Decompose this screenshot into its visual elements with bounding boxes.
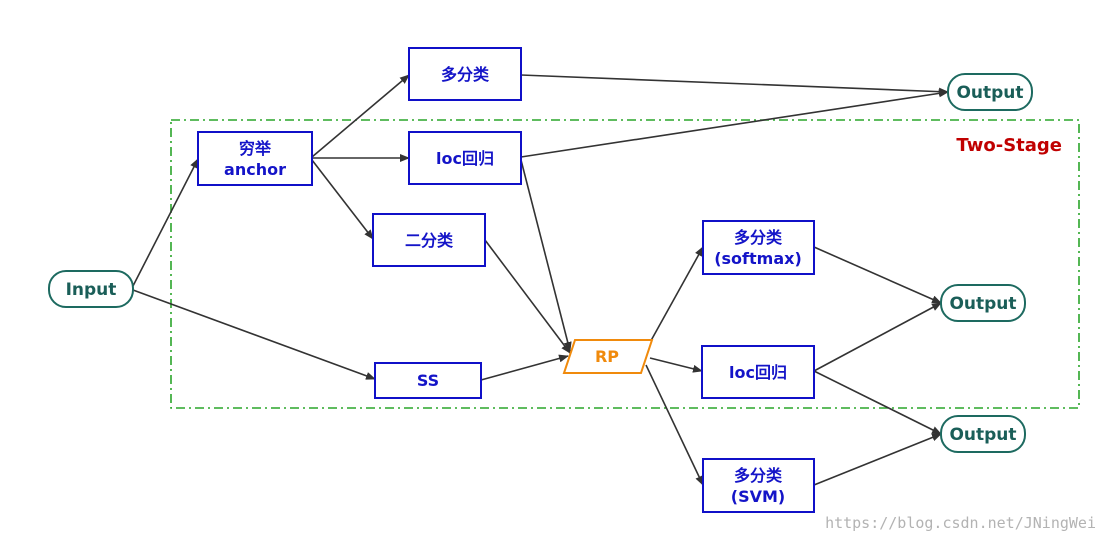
binary-class-node[interactable]: 二分类 [372, 213, 486, 267]
arrow-multi-class-svm-to-output-bottom [813, 433, 942, 486]
multi-class-softmax-line-2: (softmax) [714, 249, 802, 268]
rp-label: RP [595, 347, 619, 366]
arrow-rp-to-loc-reg-bottom [649, 357, 703, 373]
arrow-loc-reg-top-to-output-top [520, 89, 949, 158]
output-top-node[interactable]: Output [947, 73, 1033, 111]
multi-class-softmax-node[interactable]: 多分类 (softmax) [702, 220, 815, 275]
arrow-loc-reg-bottom-to-output-bottom [813, 370, 942, 435]
binary-class-label: 二分类 [405, 231, 454, 250]
output-mid-node[interactable]: Output [940, 284, 1026, 322]
arrow-multi-class-softmax-to-output-mid [813, 246, 942, 304]
enum-anchor-line-2: anchor [224, 160, 286, 179]
input-node-label: Input [66, 280, 117, 300]
arrow-enum-anchor-to-multi-class-top [311, 74, 410, 158]
loc-reg-bottom-node[interactable]: loc回归 [701, 345, 815, 399]
watermark-text: https://blog.csdn.net/JNingWei [825, 514, 1096, 532]
arrow-multi-class-top-to-output-top [520, 74, 949, 96]
rp-node[interactable]: RP [562, 339, 654, 374]
ss-node[interactable]: SS [374, 362, 482, 399]
ss-label: SS [417, 371, 439, 390]
output-mid-label: Output [949, 294, 1016, 314]
two-stage-label: Two-Stage [956, 135, 1062, 156]
edges-layer [132, 74, 949, 486]
input-node[interactable]: Input [48, 270, 134, 308]
multi-class-svm-line-1: 多分类 [734, 466, 783, 485]
multi-class-top-node[interactable]: 多分类 [408, 47, 522, 101]
arrow-ss-to-rp [480, 354, 569, 381]
arrow-enum-anchor-to-binary-class [311, 159, 374, 240]
arrow-input-to-enum-anchor [132, 158, 199, 287]
multi-class-svm-node[interactable]: 多分类 (SVM) [702, 458, 815, 513]
enum-anchor-line-1: 穷举 [239, 139, 272, 158]
arrow-rp-to-multi-class-svm [645, 364, 704, 486]
output-bottom-label: Output [949, 425, 1016, 445]
output-bottom-node[interactable]: Output [940, 415, 1026, 453]
arrow-rp-to-multi-class-softmax [647, 246, 704, 347]
multi-class-top-label: 多分类 [441, 65, 490, 84]
multi-class-svm-line-2: (SVM) [731, 487, 785, 506]
loc-reg-bottom-label: loc回归 [729, 363, 787, 382]
arrow-binary-class-to-rp [484, 239, 571, 354]
enum-anchor-node[interactable]: 穷举 anchor [197, 131, 313, 186]
loc-reg-top-label: loc回归 [436, 149, 494, 168]
arrow-input-to-ss [132, 289, 376, 380]
multi-class-softmax-line-1: 多分类 [734, 228, 783, 247]
loc-reg-top-node[interactable]: loc回归 [408, 131, 522, 185]
arrow-loc-reg-bottom-to-output-mid [813, 302, 942, 372]
arrow-loc-reg-top-to-rp [520, 159, 572, 352]
two-stage-region [170, 119, 1080, 409]
output-top-label: Output [956, 83, 1023, 103]
